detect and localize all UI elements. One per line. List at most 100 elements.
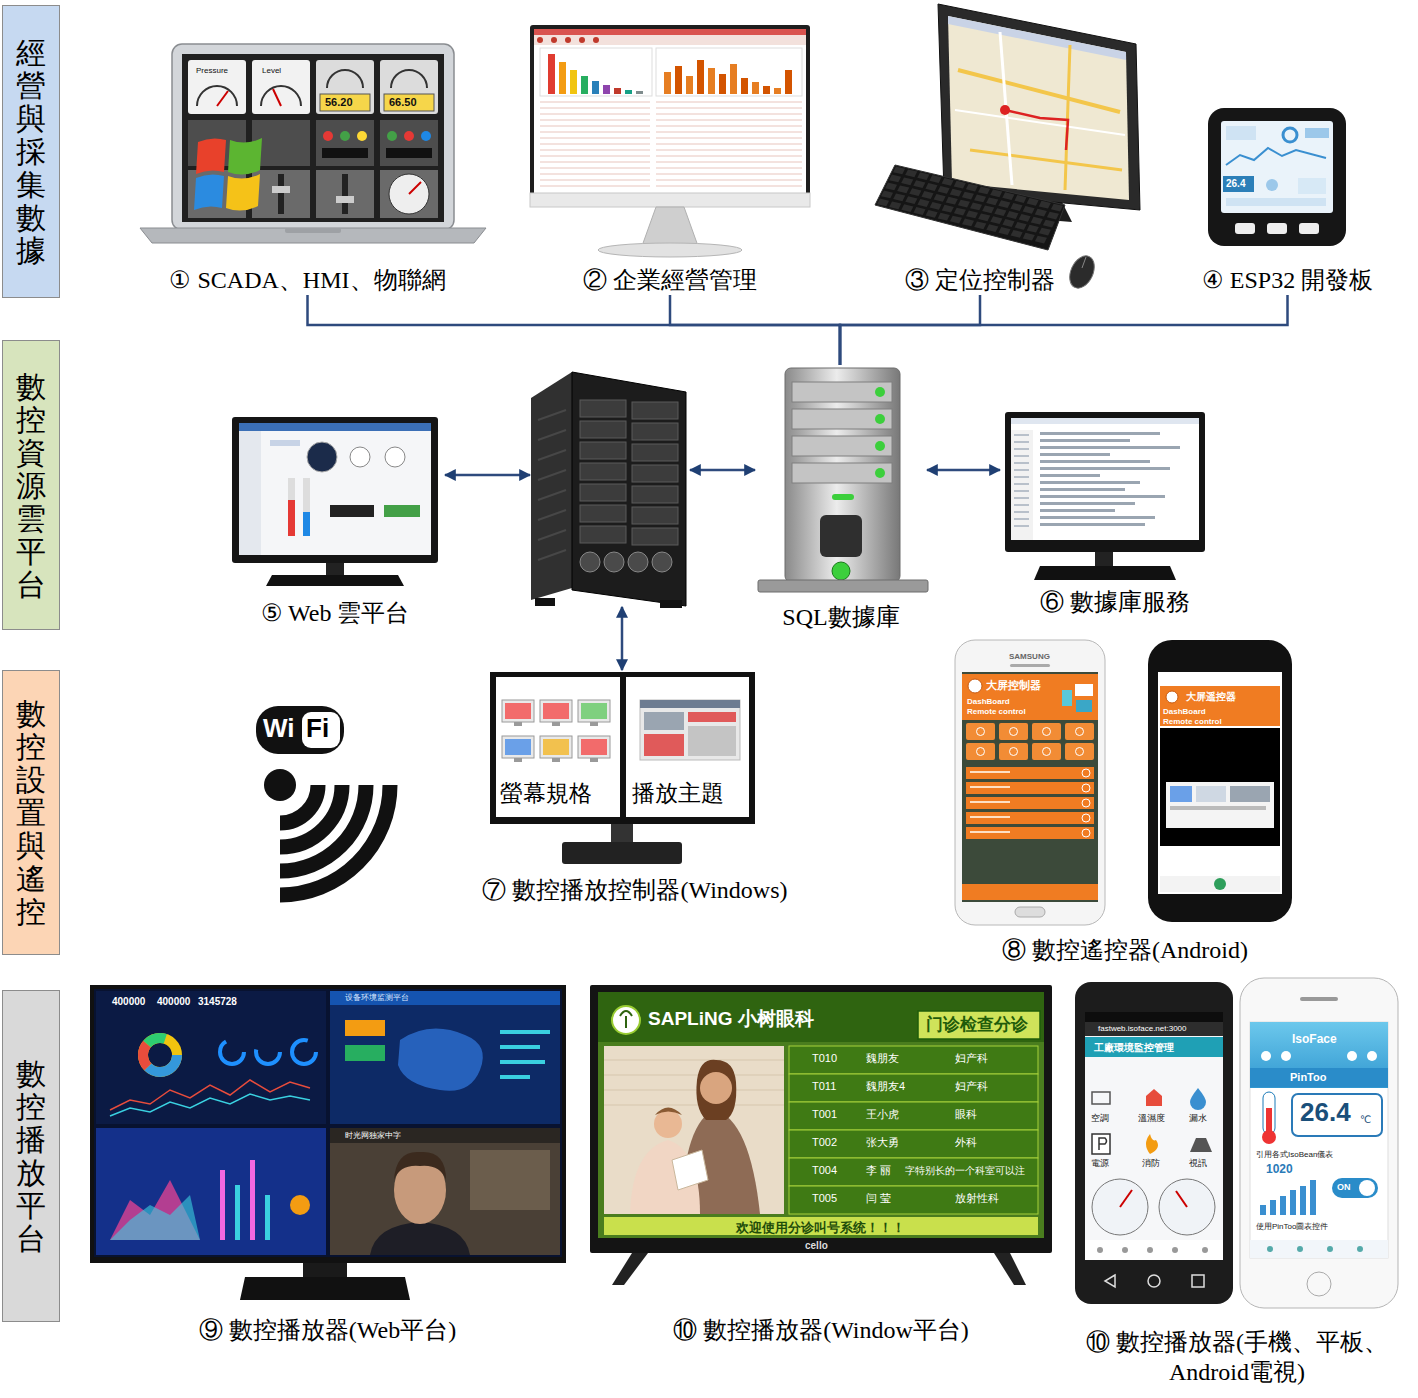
tv-clinic (590, 985, 1052, 1285)
screen-text: ON (1337, 1182, 1351, 1193)
monitor-web (239, 423, 431, 555)
desktop-map (1039, 201, 1051, 209)
laptop-hmi (252, 170, 310, 218)
esp32-board (1235, 223, 1255, 234)
connector (670, 295, 840, 365)
tv-clinic (598, 992, 1044, 1238)
tv-web-dashboard (96, 1128, 326, 1255)
laptop-hmi (389, 174, 429, 214)
monitor-management (581, 76, 588, 94)
connector (445, 474, 530, 477)
monitor-management (540, 48, 652, 96)
server-tower (538, 410, 566, 420)
phones-player (1292, 1094, 1382, 1136)
screen-text: PinToo (1290, 1071, 1326, 1084)
server-tower (538, 550, 566, 560)
laptop-hmi (316, 60, 374, 114)
tv-web-dashboard (250, 1160, 255, 1240)
tv-clinic (672, 1150, 708, 1190)
monitor-controller (578, 700, 610, 722)
monitor-database (1014, 441, 1029, 443)
monitor-database (1014, 490, 1029, 492)
screen-text: T011 (812, 1080, 836, 1093)
screen-text: T001 (812, 1108, 837, 1121)
screen-text: 魏朋友 (866, 1052, 899, 1065)
layer-band: 數控播放平台 (2, 990, 60, 1322)
tv-web-dashboard (500, 1030, 550, 1034)
desktop-map (990, 216, 1002, 224)
desktop-map (926, 210, 938, 218)
screen-text: Fi (306, 713, 329, 744)
connector (690, 469, 755, 472)
device-node: ⑤ Web 雲平台 (225, 415, 445, 628)
desktop-map (998, 200, 1010, 208)
monitor-management (697, 60, 704, 94)
tv-web-dashboard (290, 1195, 310, 1215)
desktop-map (885, 183, 897, 191)
desktop-map (881, 191, 893, 199)
monitor-database (1011, 418, 1199, 424)
tv-clinic (620, 1011, 632, 1028)
wifi-symbol (302, 712, 340, 748)
monitor-management (540, 138, 650, 139)
laptop-hmi (384, 94, 434, 111)
device-node: ⑩ 數控播放器(手機、平板、Android電視) (1062, 975, 1412, 1387)
phones-player (1310, 1180, 1316, 1215)
monitor-database (1014, 434, 1029, 436)
tv-web-dashboard (220, 1170, 225, 1240)
laptop-hmi (316, 120, 374, 166)
phones-player (1099, 1138, 1107, 1150)
server-tower (538, 430, 566, 440)
monitor-controller (543, 739, 569, 755)
screen-text: SAMSUNG (1009, 652, 1050, 662)
phones-player (1190, 1138, 1212, 1152)
monitor-controller (688, 726, 736, 756)
monitor-management (540, 168, 650, 169)
esp32-board (1226, 148, 1326, 165)
desktop-map (986, 197, 998, 205)
device-node: SQL數據庫 (755, 365, 927, 632)
desktop-map (897, 185, 909, 193)
sql-server (875, 441, 885, 451)
screen-text: 66.50 (389, 96, 417, 109)
laptop-hmi (188, 60, 246, 114)
laptop-hmi (172, 44, 454, 230)
monitor-management (530, 25, 810, 257)
tv-web-dashboard (345, 1020, 385, 1036)
phones-player (1146, 1089, 1162, 1106)
monitor-management (656, 138, 802, 139)
monitor-controller (552, 758, 560, 762)
monitor-management (530, 25, 810, 205)
monitor-management (534, 35, 806, 45)
tv-web-dashboard (96, 991, 326, 1124)
tv-clinic (604, 1046, 784, 1214)
monitor-controller (490, 672, 755, 864)
monitor-management (603, 85, 610, 94)
tv-web-dashboard (394, 1152, 446, 1180)
tv-clinic (789, 1186, 1038, 1214)
tv-clinic (789, 1158, 1038, 1186)
monitor-management (656, 180, 802, 181)
phones-player (1307, 1272, 1331, 1296)
phones-remote (999, 743, 1028, 760)
monitor-web (384, 505, 420, 517)
phones-player (1075, 978, 1398, 1308)
node-caption: ⑩ 數控播放器(手機、平板、Android電視) (1062, 1327, 1412, 1387)
screen-text: 外科 (955, 1136, 977, 1149)
tv-web-dashboard (143, 1038, 177, 1072)
monitor-web (307, 442, 337, 472)
server-tower (580, 400, 626, 417)
phones-remote (1148, 640, 1292, 922)
screen-text: 大屏控制器 (986, 679, 1041, 692)
phones-remote (1160, 876, 1280, 892)
desktop-map (905, 169, 917, 177)
screen-text: T004 (812, 1164, 837, 1177)
desktop-map (877, 199, 889, 207)
monitor-management (540, 120, 650, 121)
monitor-controller (543, 703, 569, 719)
phones-remote (1230, 786, 1270, 802)
monitor-management (656, 132, 802, 133)
screen-text: fastweb.isoface.net:3000 (1098, 1024, 1187, 1034)
screen-text: 400000 (157, 996, 190, 1008)
